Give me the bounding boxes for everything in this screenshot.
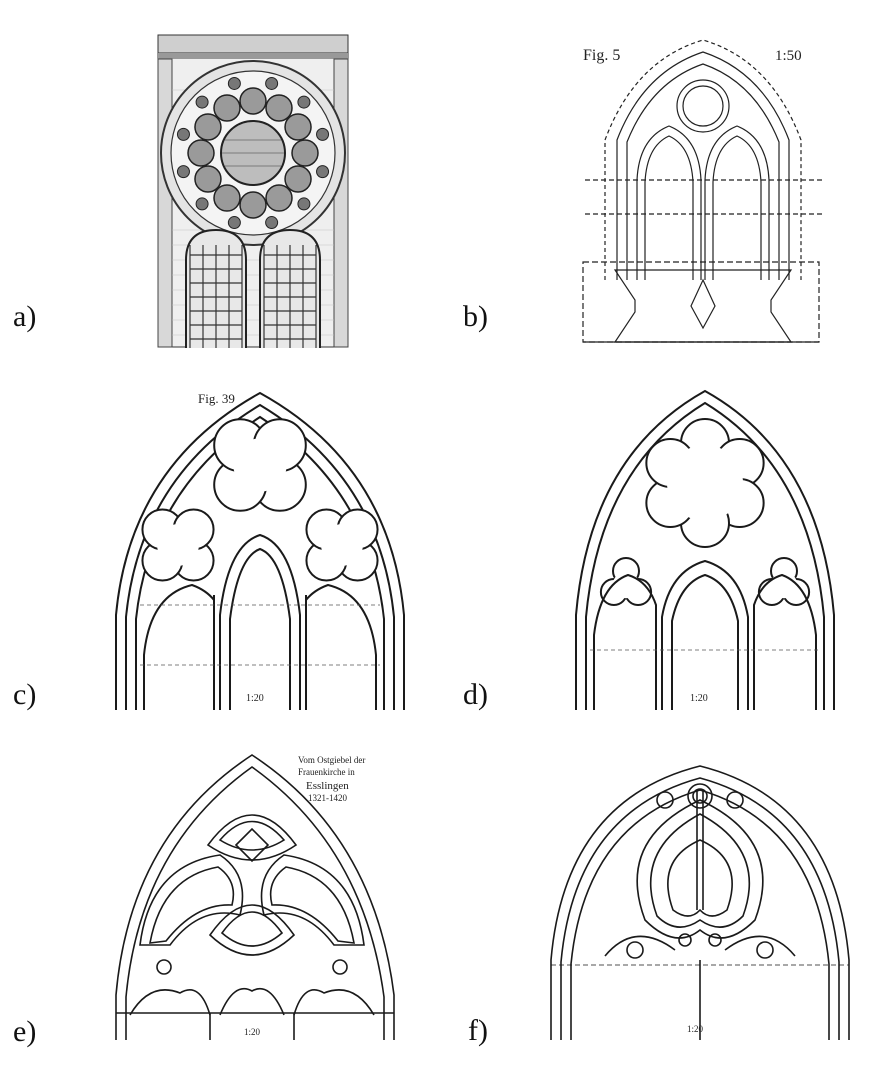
inscription-line-2: Frauenkirche in [298,767,355,777]
rose-lobe [194,113,222,141]
panel-a: a) [13,30,350,350]
rose-lobe [284,113,312,141]
scale-label-f: 1:20 [687,1024,704,1034]
quatrefoils [141,418,379,582]
panel-f: 1:20 f) [468,760,855,1046]
rose-lobe [213,94,241,122]
inscription-line-3: Esslingen [306,780,349,792]
rose-small-lobe [195,95,209,109]
multifoil-rosettes [599,418,811,606]
rose-small-lobe [195,197,209,211]
panel-label-f: f) [468,1014,488,1047]
trefoil-left [599,557,653,606]
rose-small-lobe [176,165,190,179]
quatrefoil-left [141,508,215,582]
flamboyant-tracery-drawing: Vom Ostgiebel der Frauenkirche in Esslin… [115,754,395,1040]
rose-window-drawing [157,34,349,348]
rose-small-lobe [265,216,279,230]
rose-small-lobe [265,76,279,90]
panel-b: Fig. 5 1:50 b) [463,30,835,350]
panel-label-c: c) [13,678,37,711]
rose-lobe [187,139,215,167]
scale-label-c: 1:20 [246,693,264,704]
scale-label-b: 1:50 [775,48,802,64]
rose-lobe [284,165,312,193]
rose-lobe [291,139,319,167]
window-mullion-grid [189,245,317,348]
fig-label-b: Fig. 5 [583,47,620,64]
quatrefoil-right-core [321,524,363,566]
multifoil-tracery-drawing: 1:20 [575,389,835,710]
rose-small-lobe [227,76,241,90]
rose-small-lobe [297,197,311,211]
panel-label-a: a) [13,300,37,333]
rose-small-lobe [176,127,190,141]
quatrefoil-tracery-drawing: Fig. 39 1:20 [115,391,405,710]
panel-label-e: e) [13,1015,37,1048]
quatrefoil-right [305,508,379,582]
quatrefoil-top-core [233,438,287,492]
quatrefoil-top [213,418,307,512]
panel-e: Vom Ostgiebel der Frauenkirche in Esslin… [13,745,410,1047]
rose-small-lobe [297,95,311,109]
sexfoil-top-core [667,445,743,521]
scale-label-e: 1:20 [244,1027,261,1037]
panel-d: 1:20 d) [463,385,840,715]
trefoil-right [757,557,811,606]
rose-lobe [239,87,267,115]
rose-small-lobe [316,127,330,141]
fig-label-c: Fig. 39 [198,391,235,406]
inscription-line-4: 1321-1420 [308,793,347,803]
inscription-line-1: Vom Ostgiebel der [298,755,365,765]
rose-lobe [265,184,293,212]
panel-label-d: d) [463,678,488,711]
rose-small-lobe [316,165,330,179]
scale-label-d: 1:20 [690,693,708,704]
quatrefoil-left-core [157,524,199,566]
rose-small-lobe [227,216,241,230]
rose-lobe [265,94,293,122]
rose-lobe [194,165,222,193]
sexfoil-top [645,418,765,548]
rose-lobe [213,184,241,212]
bulbous-tracery-drawing: 1:20 [550,765,850,1040]
rose-lobe [239,191,267,219]
panel-label-b: b) [463,300,488,333]
inscription: Vom Ostgiebel der Frauenkirche in Esslin… [298,755,365,803]
panel-c: Fig. 39 1:20 c) [13,385,420,715]
rose-lobes [176,76,330,230]
window-elevation-drawing: Fig. 5 1:50 [582,39,825,343]
